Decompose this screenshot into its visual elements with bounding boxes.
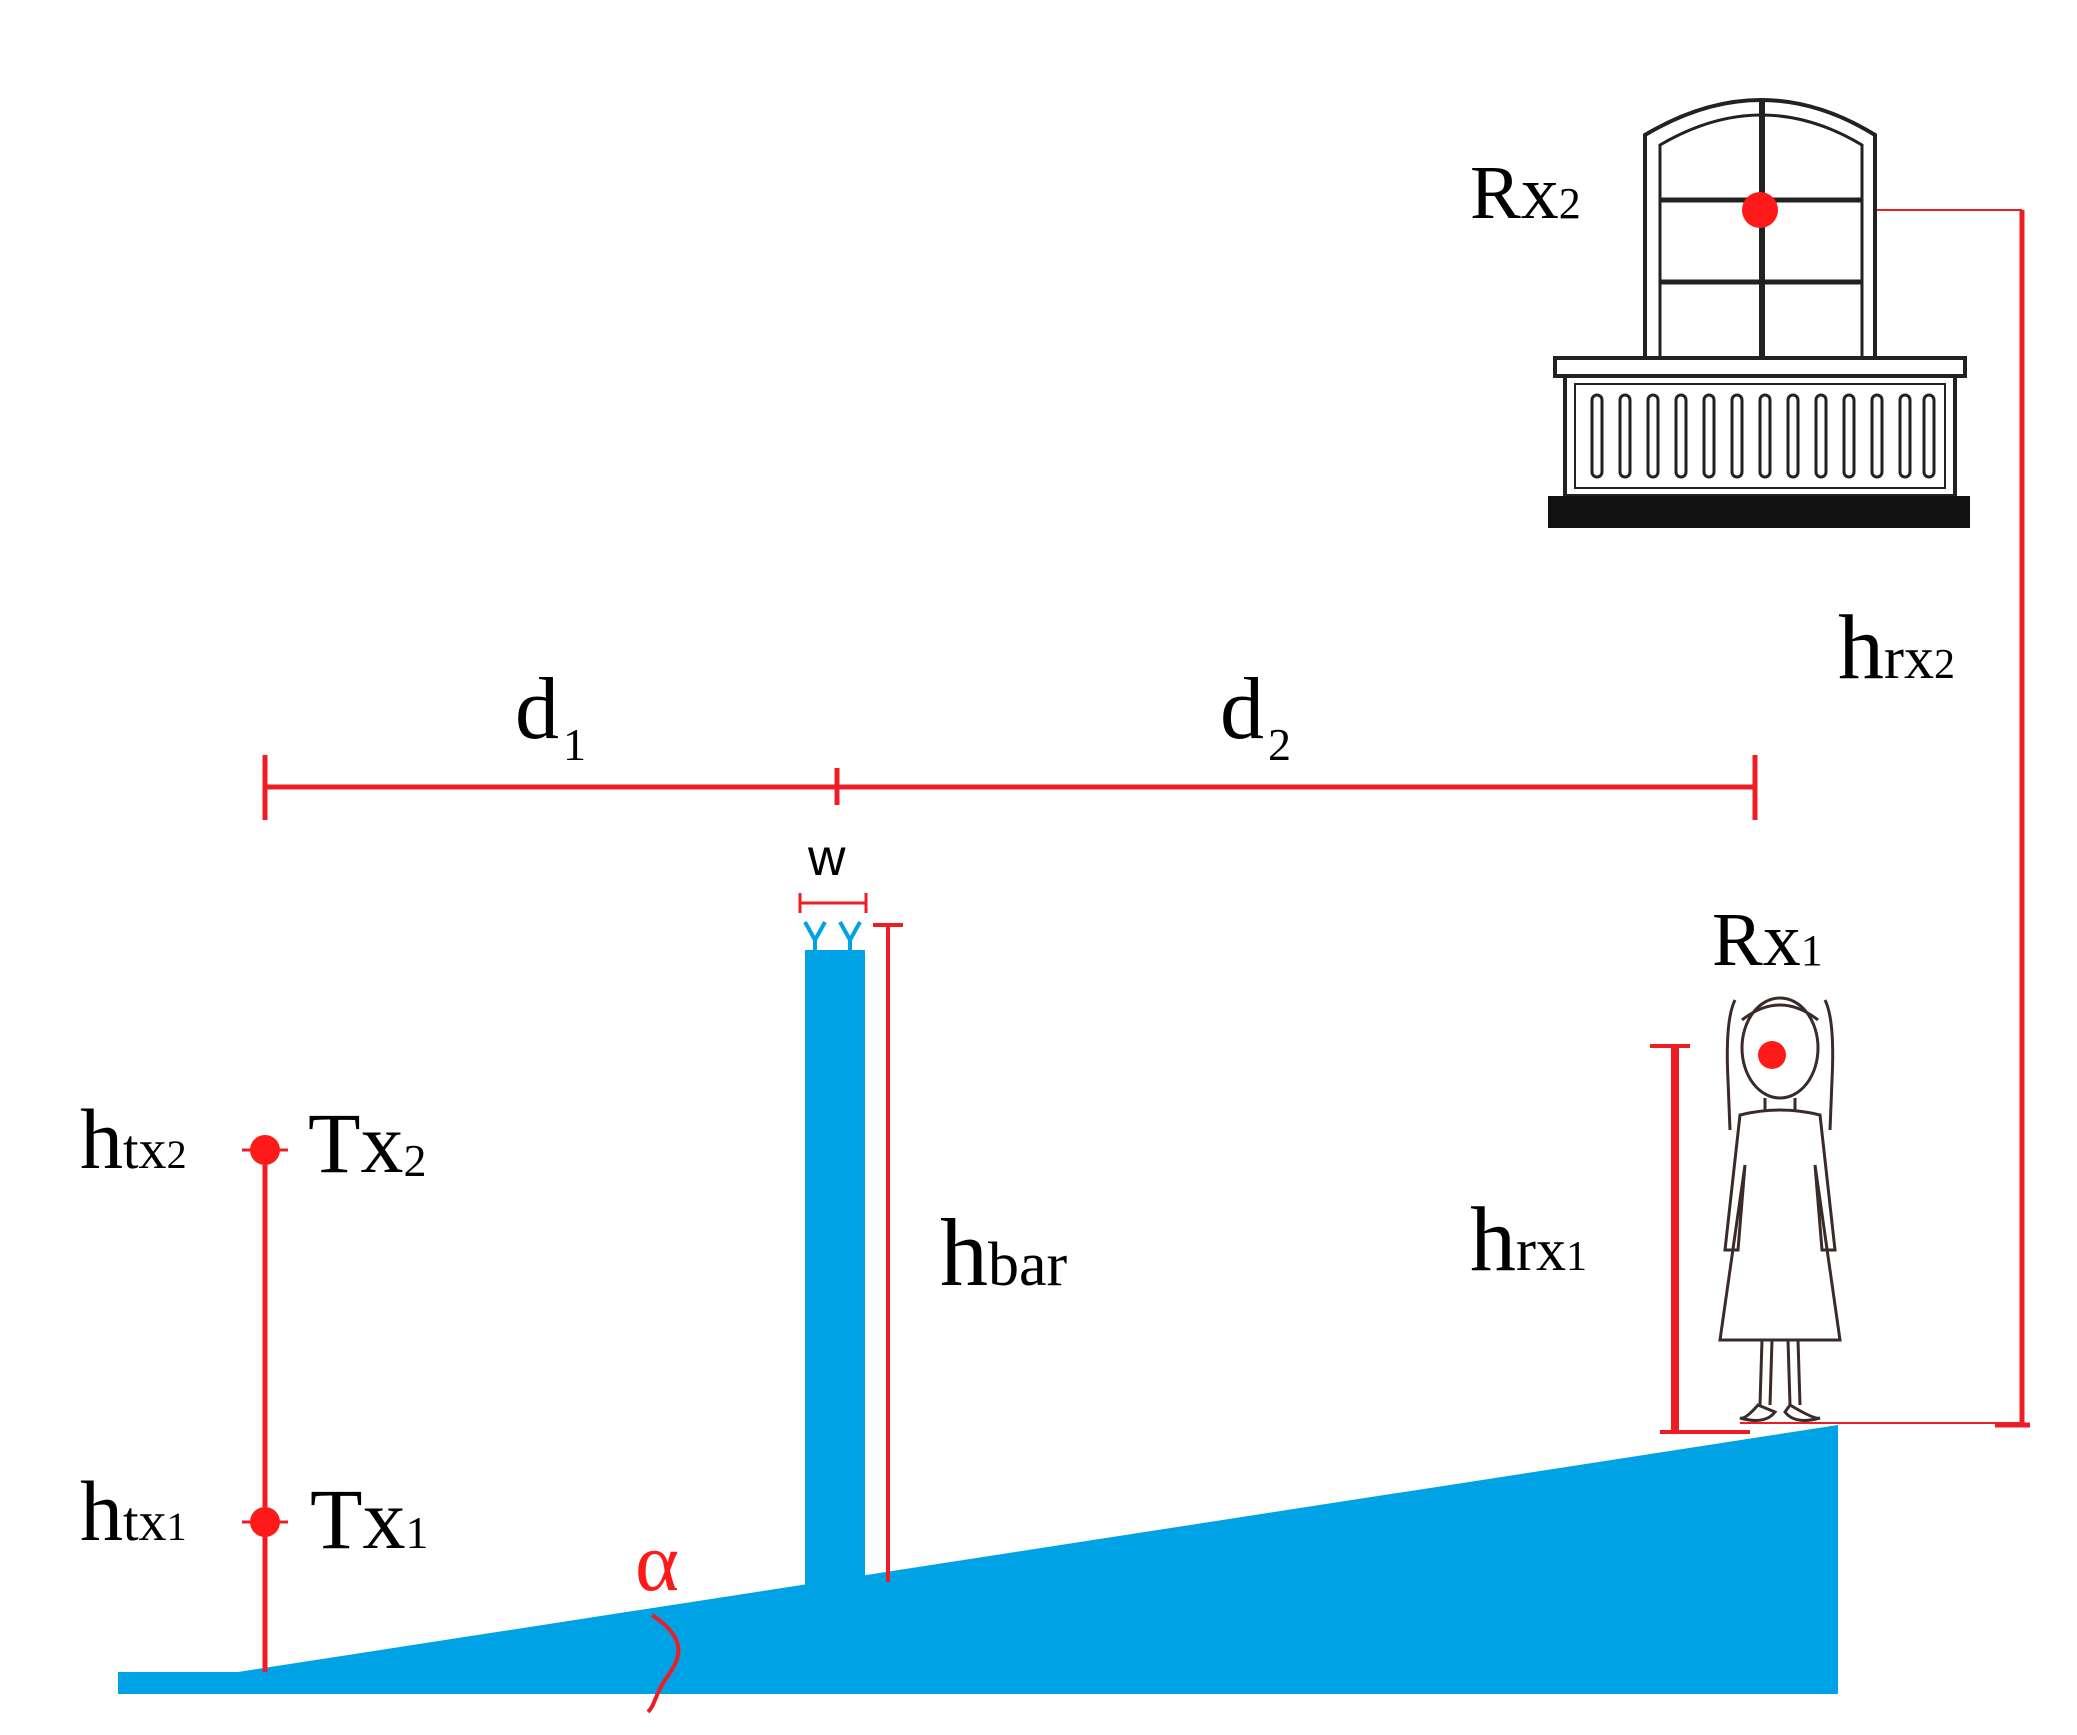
- transmitter-1-point: [250, 1507, 280, 1537]
- terrain-slope: [118, 1425, 1838, 1694]
- rx1-label: Rx1: [1712, 898, 1823, 982]
- d1-label: d1: [515, 661, 586, 770]
- balcony-window-icon: [1548, 98, 1970, 528]
- transmitter-mast: [242, 1135, 288, 1672]
- distance-dimension: [262, 755, 1758, 820]
- tx2-label: Tx2: [308, 1095, 427, 1191]
- hrx2-label: hrx2: [1838, 596, 1955, 698]
- barrier-top-diffractor-icon: [803, 921, 862, 952]
- htx2-label: htx2: [80, 1091, 187, 1187]
- hrx1-label: hrx1: [1470, 1188, 1587, 1290]
- slope-angle-arc: [646, 1613, 681, 1714]
- tx1-label: Tx1: [310, 1471, 429, 1567]
- hbar-label: hbar: [940, 1199, 1068, 1306]
- receiver-1-height-dimension: [1650, 1044, 1750, 1434]
- receiver-2-point: [1742, 192, 1778, 228]
- htx1-label: htx1: [80, 1463, 187, 1559]
- alpha-label: α: [635, 1516, 679, 1609]
- receiver-2-height-dimension: [1740, 209, 2030, 1428]
- barrier-height-dimension: [873, 923, 903, 1582]
- noise-barrier: [805, 950, 865, 1593]
- barrier-width-dimension: [798, 893, 868, 913]
- rx2-label: Rx2: [1470, 151, 1581, 235]
- w-label: w: [807, 829, 846, 887]
- transmitter-2-point: [250, 1135, 280, 1165]
- receiver-1-point: [1758, 1041, 1786, 1069]
- d2-label: d2: [1220, 661, 1291, 770]
- standing-person-icon: [1718, 996, 1842, 1422]
